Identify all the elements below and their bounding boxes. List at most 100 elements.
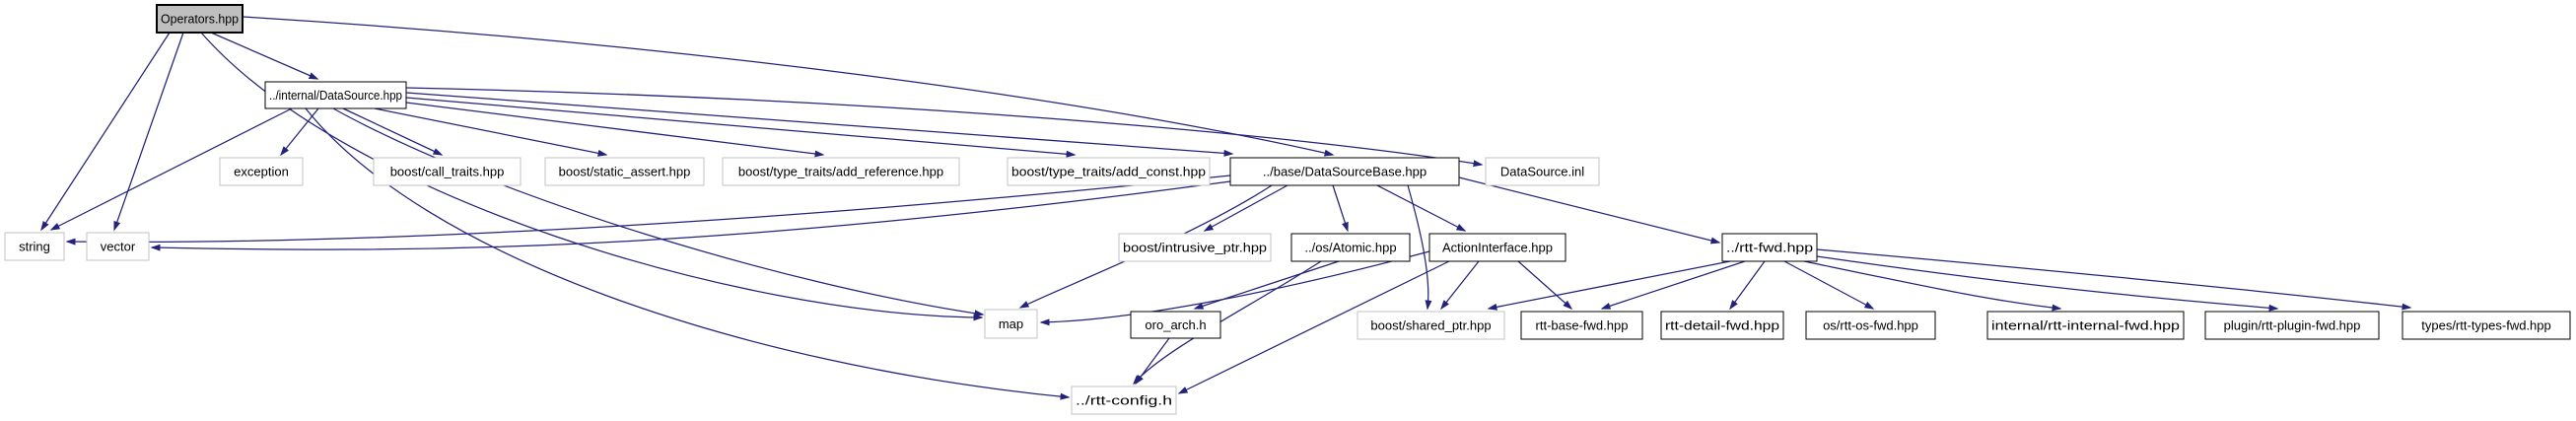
node-box-add_reference [722,157,960,186]
node-add_const: boost/type_traits/add_const.hpp [1007,157,1211,186]
node-box-vector [86,232,150,261]
node-label-intrusive: boost/intrusive_ptr.hpp [1123,241,1267,255]
node-rtt_config: ../rtt-config.h [1071,386,1177,415]
node-label-add_reference: boost/type_traits/add_reference.hpp [738,165,943,179]
node-box-plugin_fwd[interactable] [2204,311,2380,340]
node-box-call_traits [373,157,522,186]
node-shared_ptr: boost/shared_ptr.hpp [1357,311,1505,340]
edge-datasource-to-static_assert [374,107,608,157]
edge-dsbase-to-string [65,175,1231,246]
node-box-map [984,309,1038,339]
node-static_assert: boost/static_assert.hpp [544,157,705,186]
node-internal_fwd[interactable]: internal/rtt-internal-fwd.hpp [1986,311,2185,340]
node-operators: Operators.hpp [156,4,244,34]
node-box-intrusive [1118,233,1272,262]
node-plugin_fwd[interactable]: plugin/rtt-plugin-fwd.hpp [2204,311,2380,340]
node-box-add_const [1007,157,1211,186]
node-atomic[interactable]: ../os/Atomic.hpp [1290,233,1411,262]
edge-datasource-to-call_traits [342,107,444,156]
node-rttfwd[interactable]: ../rtt-fwd.hpp [1721,233,1818,262]
node-label-rtt_config: ../rtt-config.h [1076,393,1172,408]
node-box-atomic[interactable] [1290,233,1411,262]
node-box-types_fwd[interactable] [2402,311,2571,340]
node-box-datasource[interactable] [264,81,407,109]
node-datasource[interactable]: ../internal/DataSource.hpp [264,81,407,109]
node-label-detail_fwd: rtt-detail-fwd.hpp [1665,318,1779,333]
edge-operators-to-dsbase [242,16,1335,157]
node-label-ds_inl: DataSource.inl [1500,165,1584,179]
edge-datasource-to-add_reference [405,102,825,158]
node-label-action: ActionInterface.hpp [1442,241,1553,255]
node-label-string: string [19,240,50,254]
edge-action-to-map [1039,250,1430,326]
node-map: map [984,309,1038,339]
edge-datasource-to-rtt_config [305,107,1071,400]
node-label-static_assert: boost/static_assert.hpp [559,165,691,179]
node-label-call_traits: boost/call_traits.hpp [390,165,505,179]
node-label-os_fwd: os/rtt-os-fwd.hpp [1823,318,1918,333]
edge-rttfwd-to-types_fwd [1816,248,2412,311]
node-label-exception: exception [234,165,289,179]
edge-rttfwd-to-internal_fwd [1803,260,2062,312]
node-label-plugin_fwd: plugin/rtt-plugin-fwd.hpp [2224,318,2361,333]
node-types_fwd[interactable]: types/rtt-types-fwd.hpp [2402,311,2571,340]
node-dsbase[interactable]: ../base/DataSourceBase.hpp [1229,157,1460,186]
node-label-datasource: ../internal/DataSource.hpp [269,88,402,103]
edge-operators-to-string [40,32,171,232]
node-intrusive: boost/intrusive_ptr.hpp [1118,233,1272,262]
node-box-rttfwd[interactable] [1721,233,1818,262]
node-box-detail_fwd[interactable] [1660,311,1784,340]
edge-datasource-to-add_const [405,97,1077,158]
node-os_fwd[interactable]: os/rtt-os-fwd.hpp [1805,311,1936,340]
node-box-shared_ptr [1357,311,1505,340]
node-label-operators: Operators.hpp [161,12,239,27]
node-box-os_fwd[interactable] [1805,311,1936,340]
node-box-base_fwd[interactable] [1520,311,1643,340]
node-label-dsbase: ../base/DataSourceBase.hpp [1263,165,1427,179]
node-call_traits: boost/call_traits.hpp [373,157,522,186]
node-detail_fwd[interactable]: rtt-detail-fwd.hpp [1660,311,1784,340]
node-label-shared_ptr: boost/shared_ptr.hpp [1370,318,1491,333]
node-box-oro_arch[interactable] [1130,311,1221,339]
node-add_reference: boost/type_traits/add_reference.hpp [722,157,960,186]
edge-action-to-rtt_config [1177,260,1450,394]
edge-dsbase-to-vector [150,180,1231,251]
edge-datasource-to-ds_inl [405,87,1484,168]
node-label-internal_fwd: internal/rtt-internal-fwd.hpp [1991,318,2180,333]
node-box-dsbase[interactable] [1229,157,1460,186]
edge-operators-to-datasource [210,32,319,80]
edge-action-to-base_fwd [1517,260,1573,310]
edge-datasource-to-map [332,107,985,317]
edge-oro_arch-to-rtt_config [1135,337,1170,386]
edge-dsbase-to-atomic [1332,184,1349,233]
node-box-ds_inl [1485,157,1600,186]
node-ds_inl: DataSource.inl [1485,157,1600,186]
node-box-internal_fwd[interactable] [1986,311,2185,340]
node-label-oro_arch: oro_arch.h [1145,317,1206,332]
node-vector: vector [86,232,150,261]
node-label-map: map [999,316,1023,331]
node-box-rtt_config [1071,386,1177,415]
edge-dsbase-to-rttfwd [1458,176,1721,245]
node-box-exception [219,157,304,186]
edge-datasource-to-string [49,107,293,231]
node-string: string [4,232,65,261]
edge-rttfwd-to-detail_fwd [1729,260,1766,311]
edge-dsbase-to-intrusive [1203,184,1288,232]
edge-action-to-shared_ptr [1440,260,1480,311]
node-oro_arch[interactable]: oro_arch.h [1130,311,1221,339]
node-label-rttfwd: ../rtt-fwd.hpp [1726,241,1813,255]
node-label-atomic: ../os/Atomic.hpp [1304,241,1396,255]
edge-rttfwd-to-os_fwd [1783,260,1875,310]
node-exception: exception [219,157,304,186]
node-box-static_assert [544,157,705,186]
node-box-action[interactable] [1428,233,1566,262]
edge-datasource-to-dsbase [405,92,1234,157]
node-base_fwd[interactable]: rtt-base-fwd.hpp [1520,311,1643,340]
edge-atomic-to-oro_arch [1193,260,1340,310]
edge-dsbase-to-shared_ptr [1407,184,1432,311]
node-action[interactable]: ActionInterface.hpp [1428,233,1566,262]
node-label-types_fwd: types/rtt-types-fwd.hpp [2421,318,2551,333]
node-label-add_const: boost/type_traits/add_const.hpp [1011,165,1206,179]
